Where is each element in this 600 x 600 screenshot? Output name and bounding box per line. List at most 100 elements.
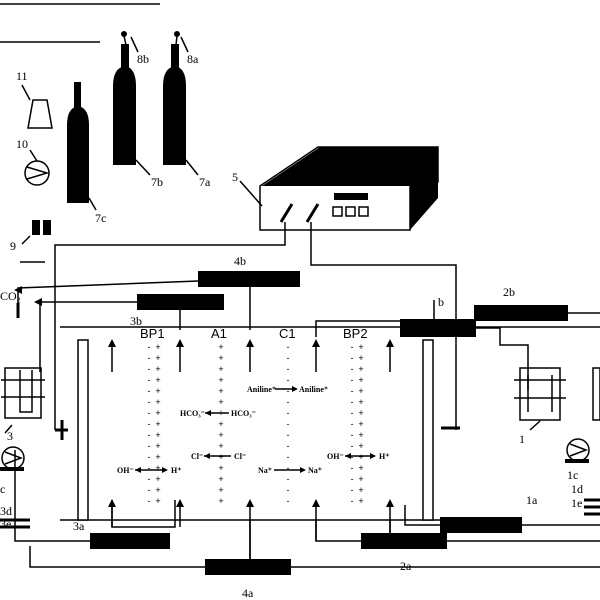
membrane-charge: -	[148, 430, 151, 440]
membrane-charge: -	[351, 386, 354, 396]
membrane-charge: +	[218, 375, 223, 385]
label-11: 11	[16, 69, 28, 83]
membrane-charge: +	[155, 353, 160, 363]
membrane-charge: -	[287, 474, 290, 484]
membrane-charge: +	[155, 364, 160, 374]
membrane-charge: -	[351, 441, 354, 451]
power-supply-5	[259, 146, 439, 231]
membrane-charge: -	[287, 353, 290, 363]
membrane-charge: -	[148, 364, 151, 374]
membrane-charge: -	[287, 463, 290, 473]
leader-7c	[88, 197, 97, 211]
membrane-charge: -	[351, 419, 354, 429]
label-1a: 1a	[526, 493, 538, 507]
ion-oh-right: OH⁻	[327, 452, 344, 461]
membrane-charge: -	[351, 496, 354, 506]
label-3d: 3d	[0, 504, 12, 518]
membrane-charge: -	[148, 496, 151, 506]
membrane-charge: +	[358, 474, 363, 484]
membrane-charge: -	[148, 342, 151, 352]
pipe-3a	[14, 450, 90, 542]
membrane-charge: -	[148, 485, 151, 495]
membrane-cation: ---------------	[287, 342, 290, 506]
lead-cathode	[310, 222, 457, 430]
membrane-charge: +	[358, 397, 363, 407]
membrane-charge: -	[351, 397, 354, 407]
label-co2: CO₂	[0, 289, 21, 303]
membrane-charge: -	[148, 353, 151, 363]
membrane-bp2-left: ---------------	[351, 342, 354, 506]
leader-7b	[135, 159, 151, 176]
membrane-charge: -	[148, 463, 151, 473]
pump-4a	[205, 559, 291, 575]
component-9	[20, 220, 51, 263]
membrane-charge: +	[155, 496, 160, 506]
pump-2b	[474, 305, 568, 321]
membrane-charge: -	[148, 441, 151, 451]
membrane-charge: +	[155, 430, 160, 440]
membrane-charge: -	[351, 474, 354, 484]
membrane-charge: -	[287, 441, 290, 451]
membrane-charge: -	[351, 375, 354, 385]
pump-b	[400, 319, 476, 337]
ion-hco3-right: HCO₃⁻	[231, 409, 256, 418]
ion-h-left: H⁺	[171, 466, 181, 475]
membrane-charge: +	[358, 364, 363, 374]
membrane-charge: -	[287, 496, 290, 506]
label-8b: 8b	[137, 52, 149, 66]
membrane-charge: +	[358, 375, 363, 385]
pump-3b	[137, 294, 224, 310]
membrane-charge: +	[218, 474, 223, 484]
ion-aniline-right: Aniline⁺	[299, 385, 328, 394]
membrane-charge: +	[358, 353, 363, 363]
membrane-charge: -	[287, 408, 290, 418]
ion-cl-left: Cl⁻	[191, 452, 203, 461]
leader-7a	[185, 159, 199, 176]
membrane-charge: -	[351, 342, 354, 352]
membrane-charge: +	[218, 419, 223, 429]
membrane-charge: -	[287, 419, 290, 429]
membrane-charge: -	[148, 386, 151, 396]
membrane-charge: +	[358, 386, 363, 396]
membrane-charge: +	[358, 452, 363, 462]
leader-5	[239, 180, 263, 207]
membrane-charge: -	[148, 408, 151, 418]
membrane-charge: +	[358, 342, 363, 352]
membrane-bp1-right: +++++++++++++++	[155, 342, 160, 506]
membrane-charge: -	[287, 342, 290, 352]
label-9: 9	[10, 239, 16, 253]
membrane-charge: -	[148, 397, 151, 407]
membrane-charge: +	[155, 441, 160, 451]
label-4b: 4b	[234, 254, 246, 268]
membrane-charge: -	[287, 386, 290, 396]
membrane-charge: -	[351, 364, 354, 374]
label-3b: 3b	[130, 314, 142, 328]
membrane-charge: +	[155, 408, 160, 418]
ion-aniline-left: Aniline⁺	[247, 385, 276, 394]
membrane-charge: +	[358, 485, 363, 495]
flow-arrow	[386, 339, 394, 372]
membrane-charge: -	[351, 408, 354, 418]
label-1d: 1d	[571, 482, 583, 496]
pump-3a	[90, 533, 170, 549]
membrane-bp2-right: +++++++++++++++	[358, 342, 363, 506]
membrane-charge: -	[287, 364, 290, 374]
label-3a: 3a	[73, 519, 85, 533]
gas-cylinder-7c	[67, 82, 89, 203]
membrane-charge: +	[218, 496, 223, 506]
membrane-charge: +	[155, 397, 160, 407]
membrane-charge: +	[155, 419, 160, 429]
membrane-charge: -	[148, 419, 151, 429]
flow-arrow	[176, 339, 184, 372]
membrane-charge: -	[351, 452, 354, 462]
pipe-2b	[315, 320, 474, 337]
pipe-2a-in	[315, 520, 361, 542]
membrane-charge: +	[358, 463, 363, 473]
membrane-charge: +	[155, 342, 160, 352]
label-3: 3	[7, 429, 13, 443]
membrane-charge: -	[287, 485, 290, 495]
header-a1: A1	[211, 326, 227, 341]
end-plate-right	[422, 339, 434, 521]
ion-h-right: H⁺	[379, 452, 389, 461]
